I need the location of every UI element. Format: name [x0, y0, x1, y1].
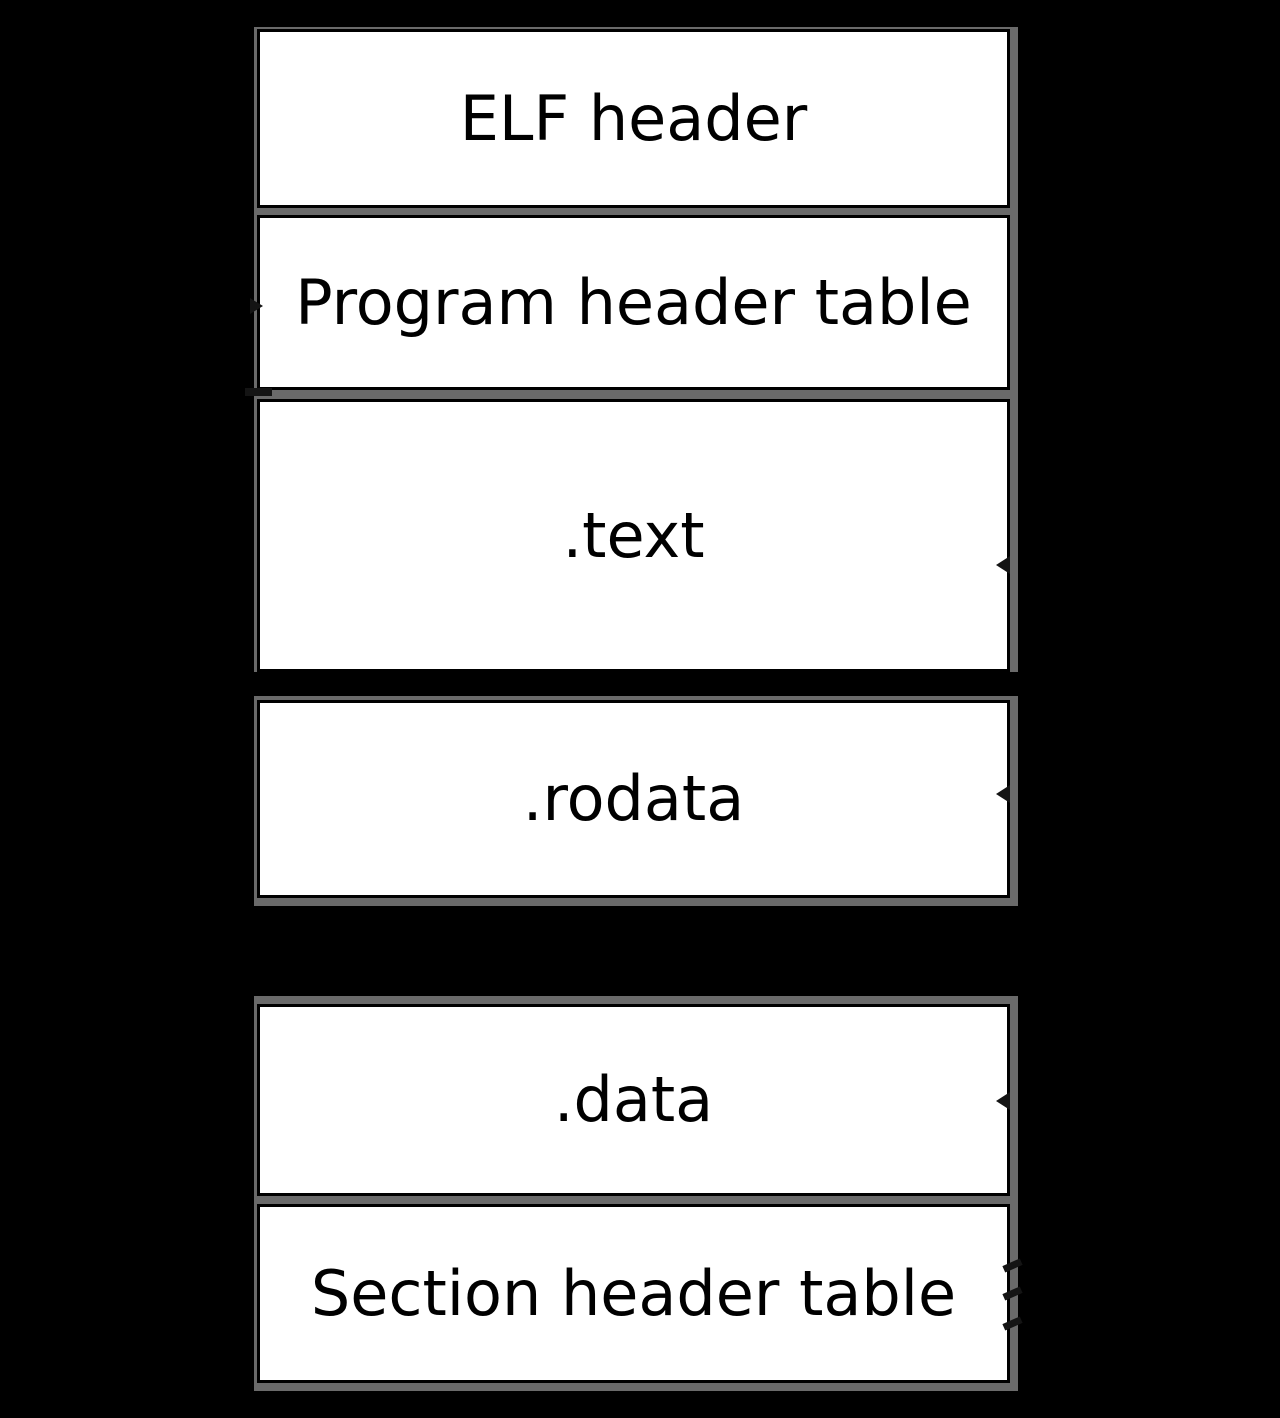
box-program-header-table: Program header table [257, 215, 1010, 390]
box-data-section: .data [257, 1004, 1010, 1196]
box-elf-header: ELF header [257, 29, 1010, 208]
segment-connector-stub-icon [245, 388, 272, 396]
section-arrowhead-data-icon [996, 1092, 1010, 1110]
box-label-elf-header: ELF header [459, 81, 808, 155]
box-rodata-section: .rodata [257, 700, 1010, 898]
box-label-rodata-section: .rodata [522, 762, 745, 835]
box-label-text-section: .text [562, 498, 705, 572]
section-arrowhead-text-icon [996, 556, 1010, 574]
segment-arrowhead-icon [250, 298, 263, 314]
section-arrowhead-rodata-icon [996, 785, 1010, 803]
box-label-section-header-table: Section header table [310, 1256, 957, 1330]
box-section-header-table: Section header table [257, 1204, 1010, 1383]
box-label-data-section: .data [553, 1063, 714, 1136]
box-text-section: .text [257, 399, 1010, 672]
box-label-program-header-table: Program header table [295, 265, 972, 339]
